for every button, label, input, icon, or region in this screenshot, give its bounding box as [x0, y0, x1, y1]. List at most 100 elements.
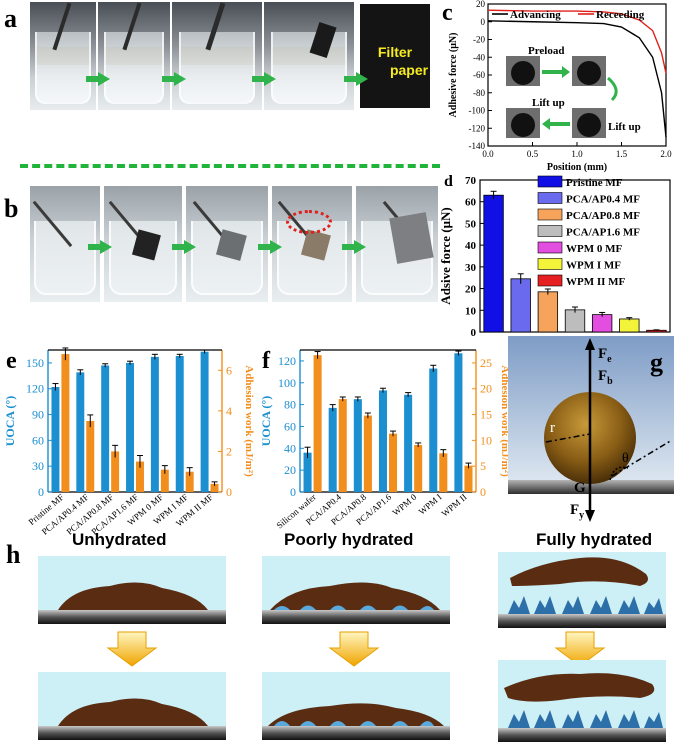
panel-label-b: b	[4, 194, 19, 223]
y-tick-label: -120	[469, 123, 486, 133]
legend-label: PCA/AP0.8 MF	[566, 210, 640, 222]
legend-swatch	[537, 225, 563, 237]
panel-label-c: c	[442, 0, 453, 26]
legend-swatch	[537, 241, 563, 254]
tangent-line	[611, 439, 673, 477]
bar-uoca	[429, 368, 438, 492]
legend-swatch	[537, 192, 563, 204]
y-tick-label: 40	[465, 240, 477, 252]
y2-tick-label: 0	[226, 485, 232, 499]
bar-adhesion	[185, 471, 194, 492]
y2-tick-label: 0	[480, 485, 486, 499]
green-arrow-icon	[344, 72, 368, 86]
photo-a2	[98, 2, 170, 110]
bar-adhesion	[136, 461, 144, 492]
substrate-plate	[262, 726, 450, 740]
title-unhydrated: Unhydrated	[72, 530, 167, 549]
bar-uoca	[378, 390, 387, 492]
photo-a4	[264, 2, 354, 110]
photo-a1	[30, 2, 96, 110]
y-tick-label: 20	[465, 284, 477, 296]
bar-adhesion	[414, 445, 423, 492]
y-tick-label: 20	[476, 0, 486, 9]
y-tick-label: -40	[473, 52, 485, 62]
bar-uoca	[126, 362, 134, 492]
diagram-g: Fe Fb r θ G Fy	[508, 336, 674, 522]
arrow-down-icon	[106, 631, 158, 667]
photo-a3	[172, 2, 262, 110]
arrow-down-icon	[328, 631, 380, 667]
label-Fb: Fb	[598, 368, 613, 387]
filter-paper-label-2: paper	[389, 62, 429, 78]
y-tick-label: -60	[473, 70, 485, 80]
y-tick-label: -140	[469, 141, 486, 151]
y-tick-label: 0	[481, 17, 486, 27]
x-tick-label: WPM I	[417, 492, 444, 517]
legend-label: Pristine MF	[566, 177, 623, 189]
angle-arc	[609, 466, 629, 481]
bar-adhesion	[389, 433, 398, 492]
bar-uoca	[303, 452, 312, 492]
bar	[619, 318, 640, 333]
y2-tick-label: 4	[226, 404, 232, 418]
arrow-down-icon	[554, 631, 606, 667]
green-arrow-icon	[342, 240, 366, 254]
bar-uoca	[76, 372, 85, 492]
green-arrow-icon	[162, 72, 186, 86]
y-tick-label: 60	[465, 197, 477, 209]
legend-label: PCA/AP0.4 MF	[566, 194, 640, 206]
legend-swatch	[537, 274, 563, 287]
green-arrow-icon	[542, 66, 570, 78]
y-tick-label: 120	[278, 354, 296, 368]
green-arrow-icon	[88, 240, 112, 254]
y-tick-label: 10	[465, 305, 477, 317]
panel-label-a: a	[4, 4, 17, 33]
y-axis-label: Adhesive force (μN)	[448, 33, 459, 118]
hydration-spikes	[508, 596, 663, 614]
bar-adhesion	[160, 469, 169, 492]
red-dotted-circle	[286, 210, 332, 234]
y-tick-label: 40	[284, 441, 296, 455]
label-theta: θ	[622, 451, 629, 466]
bar-adhesion	[313, 355, 322, 492]
bar-uoca	[328, 407, 337, 492]
bar-adhesion	[86, 421, 95, 492]
bar-adhesion	[363, 415, 372, 492]
annotation-lift-up: Lift up	[532, 97, 565, 109]
y-tick-label: 80	[284, 398, 296, 412]
series-line-receeding	[487, 9, 667, 74]
panel-label-h: h	[6, 540, 21, 569]
y-tick-label: 70	[465, 175, 477, 187]
oil-layer	[58, 698, 208, 726]
hydration-spikes	[508, 710, 663, 728]
y-tick-label: 60	[32, 433, 44, 447]
bar	[483, 194, 504, 333]
x-tick-label: 0.5	[527, 149, 539, 159]
x-tick-label: 1.5	[616, 149, 628, 159]
y2-tick-label: 25	[480, 356, 492, 370]
legend-swatch	[537, 208, 563, 221]
x-tick-label: 1.0	[571, 149, 583, 159]
panel-label-e: e	[6, 348, 17, 374]
substrate-plate	[498, 614, 666, 628]
droplet	[511, 61, 535, 85]
bar-adhesion	[439, 453, 448, 492]
droplet	[511, 113, 535, 137]
bar-uoca	[101, 365, 110, 492]
legend-swatch	[537, 258, 563, 270]
legend-label: WPM 0 MF	[566, 243, 622, 255]
x-tick-label: 0.0	[482, 149, 494, 159]
panel-label-g: g	[650, 348, 663, 377]
green-curved-arrow-icon	[606, 76, 618, 102]
hydration-bumps	[274, 721, 434, 726]
bar-uoca	[200, 351, 209, 492]
bar-uoca	[353, 399, 362, 492]
photo-b2	[104, 186, 182, 302]
bar-adhesion	[210, 483, 219, 492]
y-tick-label: -20	[473, 35, 485, 45]
photo-b4	[272, 186, 352, 302]
green-arrow-icon	[172, 240, 196, 254]
